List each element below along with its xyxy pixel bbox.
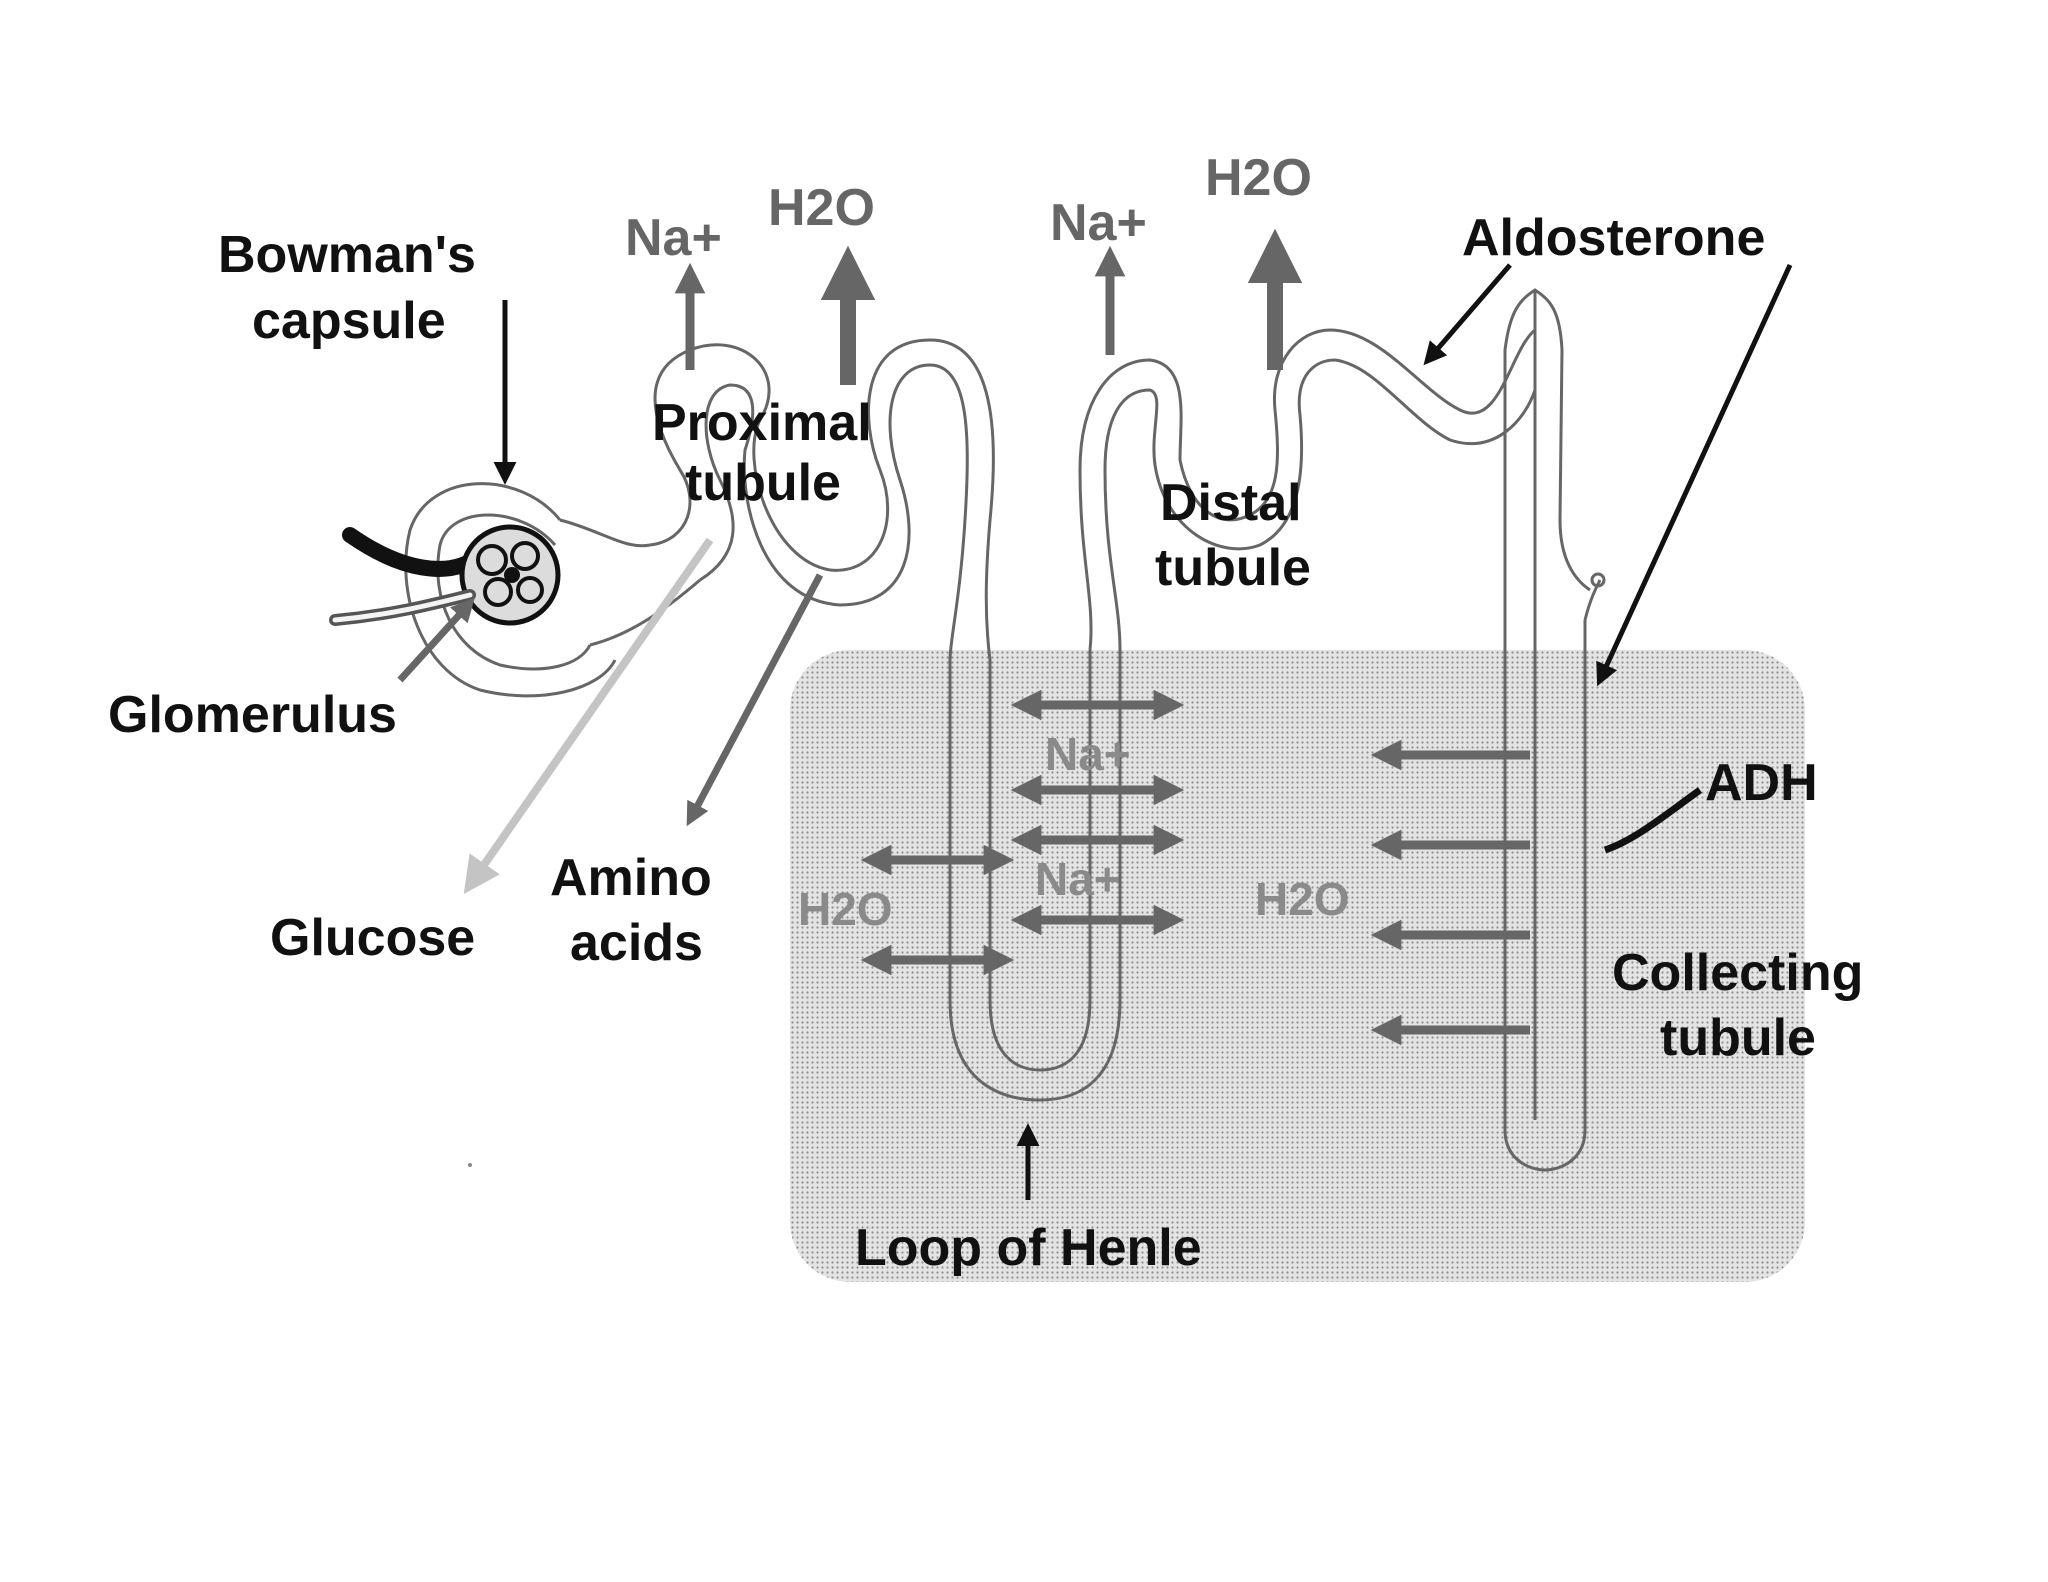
collecting-water-arrows xyxy=(1370,739,1530,1046)
amino-label-line2: acids xyxy=(570,914,703,972)
aldosterone-pointer-distal xyxy=(1423,263,1512,366)
bowmans-label-line2: capsule xyxy=(252,292,446,350)
glomerulus xyxy=(329,524,561,626)
bowmans-label-line1: Bowman's xyxy=(218,226,476,284)
glucose-arrow xyxy=(463,537,714,895)
amino-label-line1: Amino xyxy=(550,849,712,907)
aldosterone-pointer-collecting xyxy=(1596,263,1793,687)
distal-tubule xyxy=(1078,328,1537,651)
aldosterone-label: Aldosterone xyxy=(1462,209,1765,267)
glomerulus-label: Glomerulus xyxy=(108,686,397,744)
h2o-label-distal: H2O xyxy=(1205,149,1312,207)
proximal-label-line2: tubule xyxy=(685,454,841,512)
proximal-label-line1: Proximal xyxy=(652,394,872,452)
loop-exchange-arrows xyxy=(860,689,1185,976)
glucose-label: Glucose xyxy=(270,909,475,967)
na-label-loop-2: Na+ xyxy=(1035,853,1121,905)
amino-acids-arrow xyxy=(686,573,824,827)
medulla-region xyxy=(790,650,1805,1282)
h2o-label-loop: H2O xyxy=(798,883,893,935)
collecting-duct xyxy=(1503,288,1606,1172)
collecting-label-line2: tubule xyxy=(1660,1009,1816,1067)
loop-label: Loop of Henle xyxy=(855,1219,1202,1277)
h2o-label-collecting: H2O xyxy=(1255,873,1350,925)
na-label-proximal: Na+ xyxy=(625,209,722,267)
distal-label-line2: tubule xyxy=(1155,539,1311,597)
adh-pointer xyxy=(1603,787,1703,854)
na-label-loop-1: Na+ xyxy=(1045,728,1131,780)
na-label-distal: Na+ xyxy=(1050,194,1147,252)
h2o-label-proximal: H2O xyxy=(768,179,875,237)
distal-label-line1: Distal xyxy=(1160,474,1302,532)
adh-label: ADH xyxy=(1705,754,1818,812)
proximal-tubule xyxy=(649,338,995,1000)
glomerulus-pointer xyxy=(397,597,475,683)
collecting-label-line1: Collecting xyxy=(1612,944,1863,1002)
